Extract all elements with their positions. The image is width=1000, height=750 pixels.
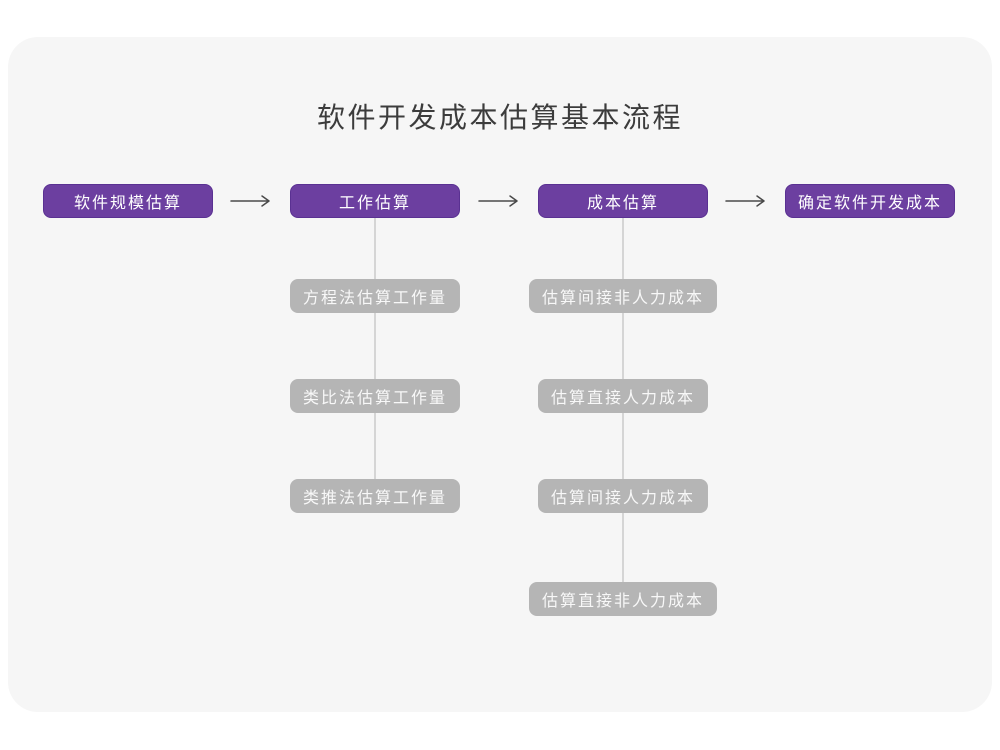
diagram-title: 软件开发成本估算基本流程	[316, 102, 683, 133]
cost-item-node-direct-labor: 估算直接人力成本	[537, 379, 709, 413]
flow-step-software-scale-estimation: 软件规模估算	[43, 184, 213, 218]
diagram-canvas-card	[8, 37, 992, 712]
work-method-node-analogy: 类比法估算工作量	[289, 379, 461, 413]
flow-step-determine-dev-cost: 确定软件开发成本	[785, 184, 955, 218]
connector-line-work-chain	[374, 218, 376, 496]
cost-item-node-indirect-labor: 估算间接人力成本	[537, 479, 709, 513]
work-method-node-equation: 方程法估算工作量	[289, 279, 461, 313]
arrow-right-icon	[478, 195, 518, 207]
flow-step-work-estimation: 工作估算	[290, 184, 460, 218]
flow-step-cost-estimation: 成本估算	[538, 184, 708, 218]
arrow-right-icon	[230, 195, 270, 207]
cost-item-node-direct-nonlabor: 估算直接非人力成本	[528, 582, 718, 616]
work-method-node-extrapolation: 类推法估算工作量	[289, 479, 461, 513]
arrow-right-icon	[725, 195, 765, 207]
cost-item-node-indirect-nonlabor: 估算间接非人力成本	[528, 279, 718, 313]
